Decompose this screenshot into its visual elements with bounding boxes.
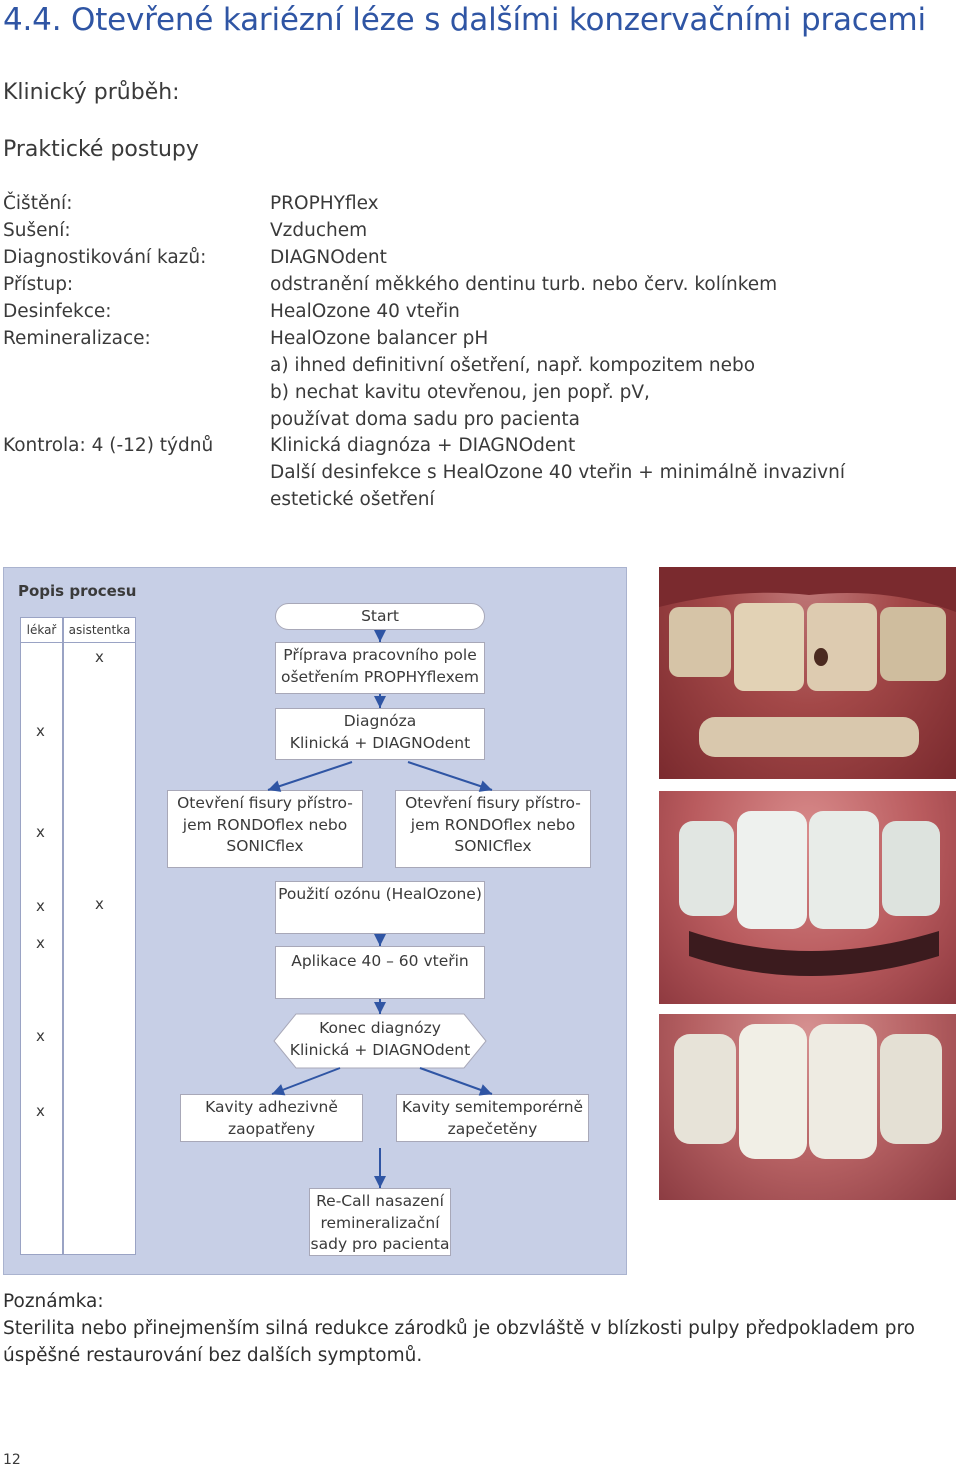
procedure-label: Desinfekce: — [3, 301, 112, 322]
procedure-value: HealOzone balancer pH — [270, 328, 489, 349]
open-fissure-left-step: Otevření fisury přístro-jem RONDOflex ne… — [167, 790, 363, 868]
procedure-label: Sušení: — [3, 220, 71, 241]
step-text-line: SONICflex — [454, 837, 532, 855]
step-text-line: jem RONDOflex nebo — [182, 815, 348, 834]
step-text-line: Konec diagnózy — [319, 1019, 441, 1037]
start-label: Start — [361, 606, 399, 625]
doctor-mark: x — [36, 722, 45, 740]
tooth-photo-before — [659, 567, 956, 779]
page-number: 12 — [3, 1452, 21, 1468]
clinical-course-heading: Klinický průběh: — [3, 80, 180, 105]
doctor-mark: x — [36, 897, 45, 915]
prep-step: Příprava pracovního pole ošetřením PROPHY… — [275, 642, 485, 694]
step-text-line: Aplikace 40 – 60 vteřin — [291, 952, 469, 970]
doctor-mark: x — [36, 934, 45, 952]
column-header-doctor: lékař — [20, 617, 63, 643]
step-text-line: Diagnóza — [343, 712, 417, 730]
step-text-line: remineralizační — [320, 1213, 440, 1232]
assistant-mark: x — [95, 895, 104, 913]
note-label: Poznámka: — [3, 1291, 104, 1312]
step-text-line: zapečetěny — [447, 1119, 538, 1138]
note-text-line1: Sterilita nebo přinejmenším silná redukc… — [3, 1318, 915, 1339]
assistant-mark: x — [95, 648, 104, 666]
step-text-line: SONICflex — [226, 837, 304, 855]
procedure-value: odstranění měkkého dentinu turb. nebo če… — [270, 274, 778, 295]
procedure-label: Kontrola: 4 (-12) týdnů — [3, 435, 214, 456]
step-text-line: zaopatřeny — [227, 1119, 316, 1138]
doctor-mark: x — [36, 823, 45, 841]
practical-heading: Praktické postupy — [3, 137, 199, 162]
open-fissure-right-step: Otevření fisury přístro-jem RONDOflex ne… — [395, 790, 591, 868]
procedure-label: Čištění: — [3, 193, 73, 214]
step-text-line: jem RONDOflex nebo — [410, 815, 576, 834]
column-doctor — [20, 643, 63, 1255]
process-title: Popis procesu — [18, 582, 137, 600]
recall-step: Re-Call nasazení remineralizační sady pro … — [309, 1188, 451, 1256]
doctor-mark: x — [36, 1027, 45, 1045]
note-text-line2: úspěšné restaurování bez dalších symptom… — [3, 1345, 423, 1366]
step-text-line: ošetřením PROPHYflexem — [280, 667, 480, 686]
doctor-mark: x — [36, 1102, 45, 1120]
procedure-value: a) ihned definitivní ošetření, např. kom… — [270, 355, 756, 376]
procedure-label: Přístup: — [3, 274, 74, 295]
cavities-semi-step: Kavity semitemporérně zapečetěny — [396, 1094, 589, 1142]
step-text-line: Otevření fisury přístro- — [177, 794, 353, 812]
procedure-value: používat doma sadu pro pacienta — [270, 409, 580, 430]
procedure-value: estetické ošetření — [270, 489, 435, 510]
procedure-label: Remineralizace: — [3, 328, 151, 349]
procedure-value: HealOzone 40 vteřin — [270, 301, 460, 322]
procedure-value: Další desinfekce s HealOzone 40 vteřin +… — [270, 462, 845, 483]
step-text-line: Použití ozónu (HealOzone) — [278, 885, 482, 903]
start-node: Start — [275, 603, 485, 630]
procedure-value: Klinická diagnóza + DIAGNOdent — [270, 435, 576, 456]
step-text-line: Klinická + DIAGNOdent — [289, 1040, 471, 1059]
apply-step: Aplikace 40 – 60 vteřin — [275, 946, 485, 999]
ozone-step: Použití ozónu (HealOzone) — [275, 881, 485, 934]
column-assistant — [63, 643, 136, 1255]
column-header-assistant: asistentka — [63, 617, 136, 643]
step-text-line: Příprava pracovního pole — [283, 646, 477, 664]
step-text-line: Re-Call nasazení — [316, 1192, 444, 1210]
procedure-value: DIAGNOdent — [270, 247, 387, 268]
procedure-label: Diagnostikování kazů: — [3, 247, 207, 268]
step-text-line: Kavity semitemporérně — [401, 1098, 584, 1116]
tooth-photo-after — [659, 1014, 956, 1200]
procedure-value: PROPHYflex — [270, 193, 379, 214]
page-title: 4.4. Otevřené kariézní léze s dalšími ko… — [3, 2, 926, 38]
step-text-line: Klinická + DIAGNOdent — [289, 733, 471, 752]
cavities-adhesive-step: Kavity adhezivně zaopatřeny — [180, 1094, 363, 1142]
procedure-value: Vzduchem — [270, 220, 368, 241]
procedure-value: b) nechat kavitu otevřenou, jen popř. pV… — [270, 382, 650, 403]
tooth-photo-during — [659, 791, 956, 1004]
step-text-line: sady pro pacienta — [310, 1235, 450, 1253]
step-text-line: Otevření fisury přístro- — [405, 794, 581, 812]
step-text-line: Kavity adhezivně — [205, 1098, 338, 1116]
